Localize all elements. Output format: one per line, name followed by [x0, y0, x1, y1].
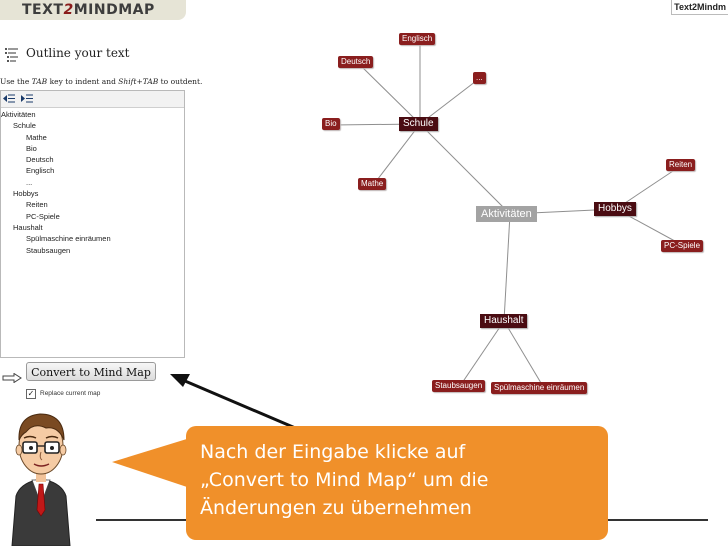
mindmap-node-spuelmaschine[interactable]: Spülmaschine einräumen [491, 382, 588, 394]
speech-line-3: Änderungen zu übernehmen [200, 497, 472, 519]
hint-key-tab: TAB [31, 77, 48, 86]
mindmap-node-dots[interactable]: ... [473, 72, 486, 84]
outline-title: Outline your text [26, 46, 130, 60]
logo-text-two: 2 [63, 2, 74, 18]
outline-list-icon [4, 46, 20, 68]
cartoon-teacher-avatar [6, 400, 76, 550]
outline-line[interactable]: PC-Spiele [26, 211, 60, 221]
outline-line[interactable]: Englisch [26, 166, 55, 176]
mindmap-node-staubsaugen[interactable]: Staubsaugen [432, 380, 486, 392]
mindmap-node-reiten[interactable]: Reiten [666, 159, 696, 171]
mindmap-node-schule[interactable]: Schule [399, 117, 438, 131]
mindmap-node-bio[interactable]: Bio [322, 118, 340, 130]
mindmap-node-pcspiele[interactable]: PC-Spiele [661, 240, 704, 252]
edge-schule-deutsch [357, 62, 421, 125]
outline-line[interactable]: Bio [26, 143, 37, 153]
outline-line[interactable]: Mathe [26, 132, 47, 142]
convert-to-mind-map-button[interactable]: Convert to Mind Map [26, 362, 156, 381]
outline-line[interactable]: Haushalt [13, 222, 43, 232]
hint-prefix: Use the [0, 77, 32, 86]
mindmap-node-haushalt[interactable]: Haushalt [480, 314, 528, 328]
pointer-arrow-line [177, 376, 301, 432]
speech-bubble-text: Nach der Eingabe klicke auf „Convert to … [200, 438, 608, 522]
speech-bubble [186, 426, 608, 540]
speech-line-1: Nach der Eingabe klicke auf [200, 441, 466, 463]
hint-key-shift-tab: Shift+TAB [118, 77, 159, 86]
edge-root-haushalt [503, 213, 511, 322]
mindmap-node-deutsch[interactable]: Deutsch [338, 56, 374, 68]
edge-hobbys-reiten [615, 164, 683, 210]
editor-toolbar [1, 91, 184, 108]
mindmap-node-mathe[interactable]: Mathe [358, 178, 387, 190]
outline-line[interactable]: Reiten [26, 200, 48, 210]
mindmap-node-hobbys[interactable]: Hobbys [594, 202, 636, 216]
speech-bubble-tail [112, 438, 190, 488]
replace-checkbox[interactable]: ✓ [26, 389, 36, 399]
edge-haushalt-staubsaugen [459, 320, 505, 387]
hint-mid: key to indent and [47, 77, 119, 86]
logo-text-right: MINDMAP [73, 2, 155, 18]
outline-hint: Use the TAB key to indent and Shift+TAB … [0, 77, 202, 86]
logo-text-left: TEXT [22, 2, 64, 18]
text2mindmap-logo[interactable]: TEXT2MINDMAP [22, 2, 155, 18]
speech-line-2: „Convert to Mind Map“ um die [200, 469, 489, 491]
arrow-right-icon [2, 368, 22, 387]
pointer-arrowhead [170, 374, 190, 387]
edge-schule-mathe [373, 123, 421, 185]
outdent-icon[interactable] [3, 94, 15, 103]
app-header: TEXT2MINDMAP Text2Mindm [0, 0, 728, 20]
outline-line[interactable]: ... [26, 177, 33, 187]
outline-line[interactable]: Aktivitäten [1, 110, 36, 119]
outline-line[interactable]: Spülmaschine einräumen [26, 234, 111, 244]
brand-tab[interactable]: Text2Mindm [671, 0, 728, 15]
outline-line[interactable]: Staubsaugen [26, 245, 71, 255]
logo-box: TEXT2MINDMAP [0, 0, 186, 20]
mindmap-node-root[interactable]: Aktivitäten [476, 206, 537, 222]
indent-icon[interactable] [21, 94, 33, 103]
outline-line[interactable]: Deutsch [26, 155, 54, 165]
hint-suffix: to outdent. [158, 77, 203, 86]
mindmap-node-englisch[interactable]: Englisch [399, 33, 436, 45]
outline-line[interactable]: Hobbys [13, 189, 39, 199]
outline-line[interactable]: Schule [13, 121, 36, 131]
replace-current-map-label: Replace current map [40, 390, 101, 397]
edge-root-schule [419, 123, 511, 215]
edge-haushalt-spuelmaschine [503, 320, 545, 389]
edge-schule-dots [419, 77, 481, 125]
